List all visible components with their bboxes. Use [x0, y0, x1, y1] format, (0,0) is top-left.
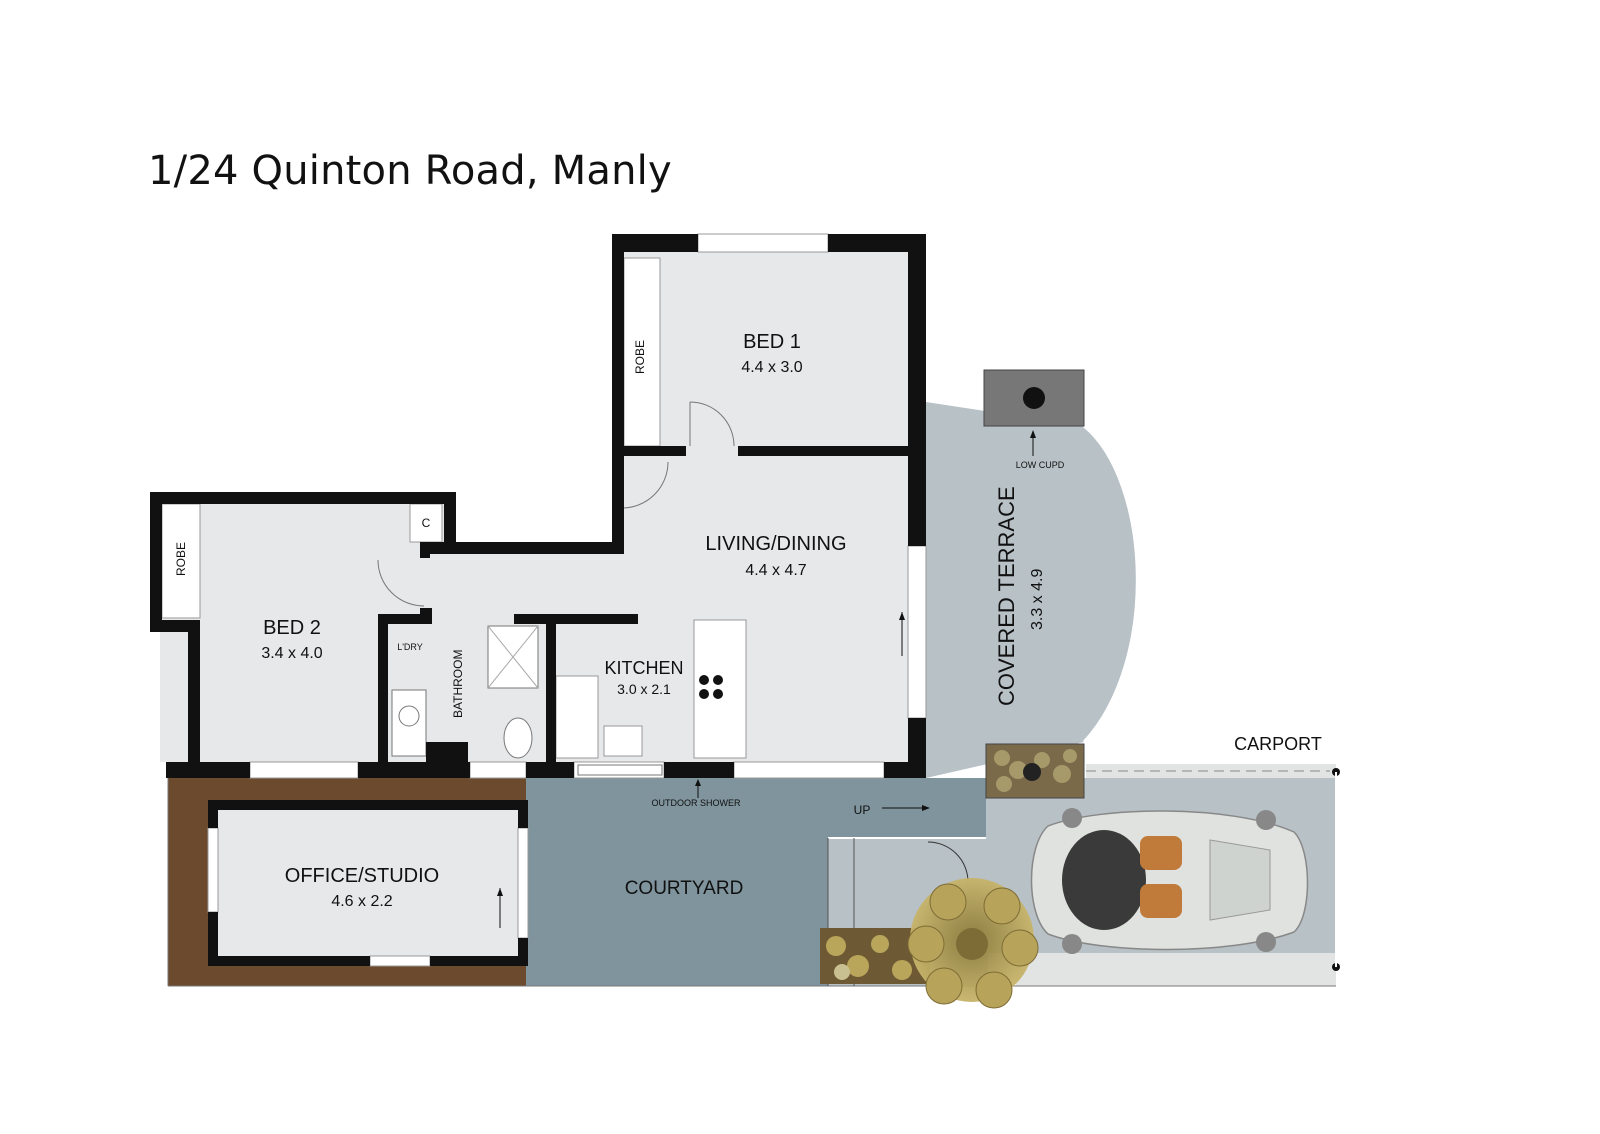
low-cupboard-label: LOW CUPD [1016, 460, 1065, 470]
pot-icon [1023, 387, 1045, 409]
bed2-robe-label: ROBE [174, 542, 188, 576]
bbq-icon [577, 764, 663, 776]
bed2-dims: 3.4 x 4.0 [261, 645, 322, 662]
kitchen-label: KITCHEN [604, 658, 683, 678]
bed1-robe [623, 257, 661, 447]
kitchen-dims: 3.0 x 2.1 [617, 681, 671, 697]
bed2-cupboard-label: C [422, 516, 431, 530]
carport-label: CARPORT [1234, 734, 1322, 754]
bed1-dims: 4.4 x 3.0 [741, 359, 802, 376]
cooktop-icon [699, 675, 723, 699]
stairs-arrow-icon [882, 805, 930, 811]
terrace-label: COVERED TERRACE [994, 486, 1019, 706]
terrace-area [926, 402, 1138, 778]
living-dims: 4.4 x 4.7 [745, 562, 806, 579]
kitchen-island [693, 619, 747, 759]
terrace-dims: 3.3 x 4.9 [1029, 569, 1046, 630]
carport-gravel-bottom [1016, 953, 1336, 986]
kitchen-sink [603, 725, 643, 757]
bed1-label: BED 1 [743, 331, 801, 353]
page-title: 1/24 Quinton Road, Manly [148, 148, 672, 194]
low-cupboard-arrow-icon [1030, 430, 1036, 456]
shower-arrow-icon [695, 779, 701, 798]
tree-icon [907, 878, 1039, 1009]
carport-gravel-top [1086, 764, 1336, 778]
walls [150, 234, 926, 966]
office-floor [218, 810, 518, 956]
bathroom-label: BATHROOM [451, 650, 465, 718]
bed1-floor [624, 252, 908, 454]
garden-plants-icon [826, 935, 912, 980]
stairs-up-label: UP [854, 803, 871, 817]
office-dims: 4.6 x 2.2 [331, 893, 392, 910]
planter-plants-icon [994, 749, 1077, 792]
bed2-robe [161, 503, 201, 619]
toilet-icon [503, 717, 533, 759]
laundry-label: L'DRY [397, 642, 423, 652]
terrace-arc [1082, 424, 1139, 744]
courtyard-area [526, 778, 986, 986]
courtyard-label: COURTYARD [625, 878, 744, 899]
hall-floor [428, 552, 624, 622]
car-icon [1030, 808, 1309, 954]
bed2-label: BED 2 [263, 617, 321, 639]
bed1-robe-label: ROBE [633, 340, 647, 374]
kitchen-bench [555, 675, 599, 759]
laundry-tub-icon [391, 689, 427, 757]
living-label: LIVING/DINING [705, 533, 846, 555]
office-label: OFFICE/STUDIO [285, 865, 439, 887]
outdoor-shower-label: OUTDOOR SHOWER [652, 798, 741, 808]
